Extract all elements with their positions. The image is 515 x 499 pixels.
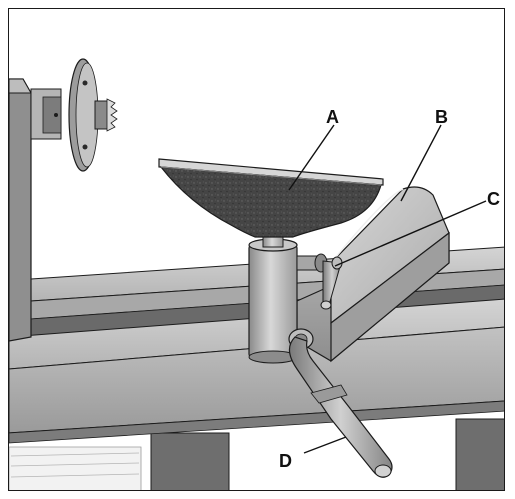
leader-line-b (400, 124, 442, 202)
banjo-base (296, 186, 450, 363)
banjo-locking-lever (288, 328, 393, 478)
figure-frame: A B C D (8, 8, 505, 491)
leader-line-c (334, 200, 487, 267)
leader-line-a (288, 124, 335, 191)
lathe-tool-rest-illustration: A B C D (9, 58, 504, 490)
callout-labels: A B C D (279, 107, 500, 471)
tool-rest (158, 158, 384, 238)
lower-stand (9, 418, 504, 490)
callout-label-d: D (279, 451, 292, 471)
callout-label-b: B (435, 107, 448, 127)
callout-label-c: C (487, 189, 500, 209)
leader-line-d (303, 436, 347, 454)
callout-leaders (288, 124, 487, 454)
tool-rest-lock-handle (296, 253, 343, 310)
callout-label-a: A (326, 107, 339, 127)
headstock (9, 58, 118, 342)
